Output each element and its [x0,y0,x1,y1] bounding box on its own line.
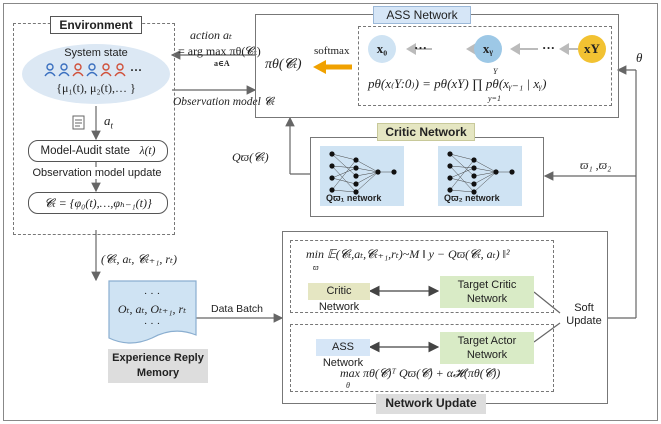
observation-formula-box: 𝓒ₜ = {φ₀(t),…,φₕ₋₁(t)} [28,192,168,214]
q-value-label: Qϖ(𝓒ₜ) [232,150,269,164]
ass-inner-panel [358,26,612,106]
memory-title: Experience Reply Memory [108,349,208,383]
users-icon: ··· [44,63,142,77]
softmax-arrow-icon [313,60,352,74]
ellipsis-2: ··· [542,40,556,55]
action-label: action aₜ [190,28,232,42]
product-lower: y=1 [488,94,501,103]
ass-network-title: ASS Network [373,6,471,24]
environment-title: Environment [50,16,142,34]
policy-label: πθ(𝓒ₜ) [265,57,302,72]
memory-line-2: Oₜ, aₜ, Oₜ₊₁, rₜ [117,302,187,316]
target-critic-line2: Network [466,293,508,305]
memory-title-line2: Memory [136,367,180,379]
document-icon [72,115,85,130]
node-xy: xᵧ [482,41,494,56]
ass-network-small: ASS Network [316,339,370,369]
observation-model-label: Observation model 𝓒ₜ [173,96,275,108]
system-state-label: System state [64,47,128,59]
memory-line-3: · · · [143,318,161,330]
system-state-formula: {μ₁(t), μ₂(t),… } [56,81,136,95]
critic-objective: min 𝔼(𝓒ₜ,aₜ,𝓒ₜ₊₁,rₜ)~M ‖ y − Qϖ(𝓒ₜ, aₜ) … [306,247,510,261]
theta-label: θ [636,50,643,65]
actor-objective-under: θ [346,381,350,390]
ellipsis-1: ··· [414,40,428,55]
neural-net-2-icon [438,146,522,206]
svg-text:···: ··· [130,63,142,77]
critic-update-panel [290,240,554,313]
probability-formula: pθ(x₍Y:0₎) = pθ(xY) ∏ pθ(xᵧ₋₁ | xᵧ) [368,76,547,91]
critic-net-1-label: Qϖ₁ network [326,193,382,203]
action-symbol: at [104,113,114,131]
memory-line-1: · · · [143,288,161,300]
model-audit-label: Model-Audit state [40,145,131,157]
critic-net-2-label: Qϖ₂ network [444,193,500,203]
target-actor-line2: Network [466,349,508,361]
model-audit-formula: λ(t) [139,145,156,157]
model-audit-state-box: Model-Audit state λ(t) [28,140,168,162]
memory-document [108,280,197,344]
argmax-under: a∈A [214,59,230,68]
softmax-label: softmax [314,45,350,57]
target-critic-line1: Target Critic [457,279,517,291]
product-upper: Y [493,67,498,76]
soft-update-line2: Update [566,315,602,327]
figure-frame [3,3,658,421]
network-update-title: Network Update [376,394,486,414]
tuple-label: (𝓒ₜ, aₜ, 𝓒ₜ₊₁, rₜ) [101,252,177,266]
data-batch-label: Data Batch [211,303,263,315]
critic-network-title: Critic Network [377,123,475,141]
soft-update-label: Soft Update [560,302,608,328]
varpi-label: ϖ₁ ,ϖ₂ [580,158,612,172]
sequence-nodes [368,35,606,63]
node-x0: x₀ [376,41,388,56]
target-critic-box: Target Critic Network [440,276,534,308]
neural-net-1-icon [320,146,404,206]
critic-objective-under: ϖ [313,263,319,272]
node-xY: xY [584,41,600,56]
memory-title-line1: Experience Reply [112,352,204,364]
critic-network-small: Critic Network [308,283,370,313]
target-actor-line1: Target Actor [457,335,517,347]
argmax-formula: = arg max πθ(𝓒ₜ) [178,44,261,58]
actor-objective: max πθ(𝓒)ᵀ Qϖ(𝓒) + α𝓗(πθ(𝓒)) [340,366,501,380]
observation-update-label: Observation model update [22,167,172,179]
actor-update-panel [290,324,554,392]
target-actor-box: Target Actor Network [440,332,534,364]
soft-update-line1: Soft [574,302,594,314]
